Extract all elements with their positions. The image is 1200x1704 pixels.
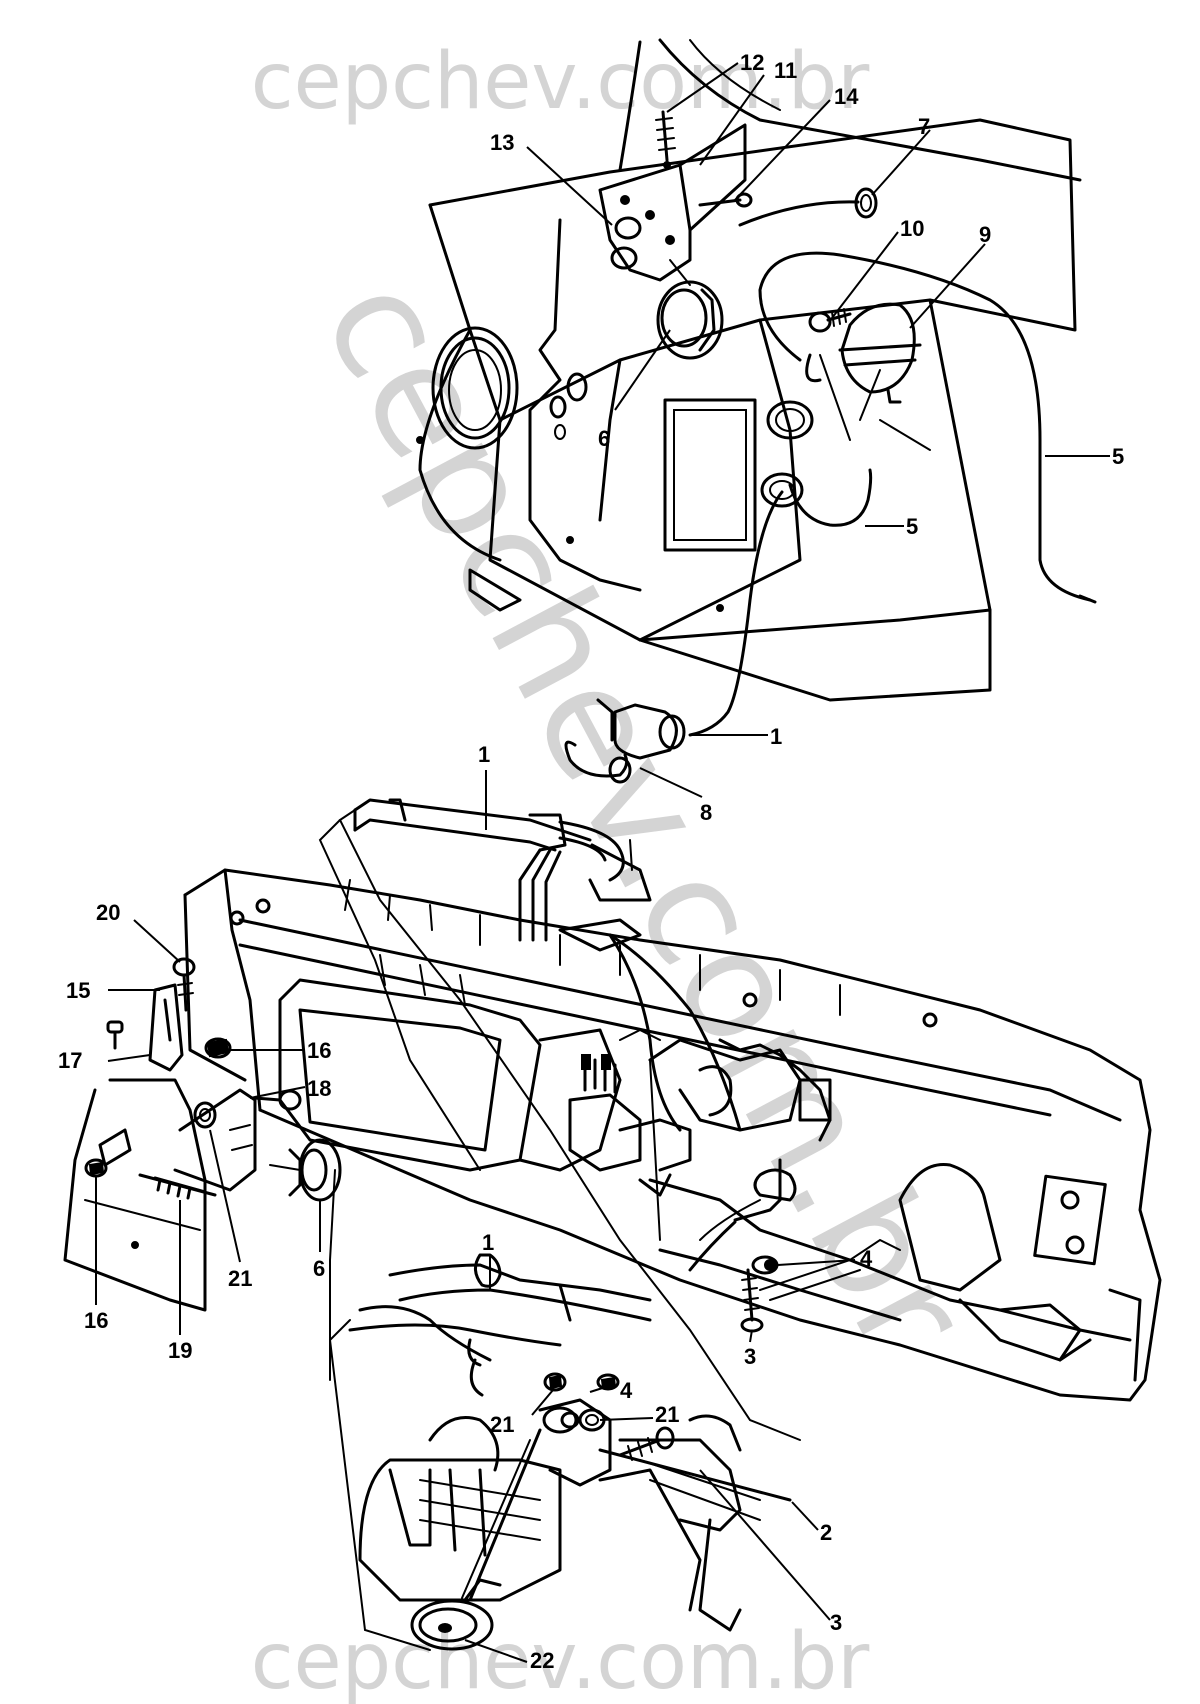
speed-nut-4-right [751, 1255, 779, 1275]
check-valve [564, 698, 686, 784]
callout-16-upper: 16 [307, 1038, 331, 1063]
bottom-valve-linkage [538, 1398, 761, 1632]
callout-3-bottom: 3 [830, 1610, 842, 1635]
vacuum-hose-1-upper [688, 490, 784, 737]
callout-21-bottom-b: 21 [655, 1402, 679, 1427]
callout-3-right: 3 [744, 1344, 756, 1369]
firewall-opening [663, 398, 757, 552]
vacuum-harness-1 [353, 798, 742, 1132]
callout-20: 20 [96, 900, 120, 925]
callout-14: 14 [834, 84, 859, 109]
callout-7: 7 [918, 114, 930, 139]
bracket-nut [610, 216, 642, 270]
callout-8: 8 [700, 800, 712, 825]
firewall-port [431, 326, 519, 450]
callout-10: 10 [900, 216, 924, 241]
vacuum-actuator-22 [410, 1428, 542, 1651]
callout-9: 9 [979, 222, 991, 247]
routing-leaders [318, 809, 801, 1441]
bracket-bolt [698, 198, 742, 207]
callout-5-right: 5 [1112, 444, 1124, 469]
callout-6-upper: 6 [598, 426, 610, 451]
cowl-edge [658, 38, 1082, 182]
heater-case [358, 1416, 562, 1602]
push-pin [106, 1020, 124, 1050]
bracket-screw [655, 110, 676, 169]
callout-1-middle: 1 [478, 742, 490, 767]
callout-6-lower: 6 [313, 1256, 325, 1281]
hose-routing-right [688, 1158, 797, 1275]
callout-4-bottom: 4 [620, 1378, 633, 1403]
callout-1-bottom: 1 [482, 1230, 494, 1255]
leader-lines [95, 62, 1110, 1663]
callout-labels: 12 11 14 7 13 10 9 6 5 5 1 8 1 20 15 16 … [58, 50, 1124, 1673]
callout-11: 11 [774, 58, 797, 83]
retainer-21-bottom-a [543, 1372, 567, 1392]
callout-21-bottom-a: 21 [490, 1412, 514, 1437]
callout-13: 13 [490, 130, 514, 155]
vacuum-reservoir [838, 302, 922, 404]
control-rod [598, 1448, 792, 1502]
vacuum-actuator-lower [269, 1138, 342, 1202]
hose-bundle-bottom [348, 1253, 652, 1397]
side-kick-panel [63, 1078, 217, 1312]
watermark-bottom: cepchev.com.br [251, 1617, 870, 1704]
callout-12: 12 [740, 50, 764, 75]
bracket-screw-20 [172, 957, 196, 1012]
vacuum-control-valve [568, 1028, 832, 1197]
vacuum-actuator-upper [656, 259, 724, 360]
switch-bracket [148, 983, 184, 1072]
callout-18: 18 [307, 1076, 331, 1101]
reservoir-mount [819, 354, 931, 451]
callout-1-upper: 1 [770, 724, 782, 749]
check-valve-bracket [598, 123, 747, 282]
callout-2: 2 [820, 1520, 832, 1545]
watermark-top: cepchev.com.br [251, 37, 870, 127]
callout-4-right: 4 [860, 1246, 873, 1271]
hose-grommet [760, 472, 804, 508]
screw-3-bottom [618, 1426, 675, 1461]
speed-nut-16-lower [84, 1158, 108, 1178]
callout-19: 19 [168, 1338, 192, 1363]
mounting-screw-3 [740, 1268, 764, 1333]
actuator-bracket-left [173, 1088, 257, 1192]
callout-22: 22 [530, 1648, 554, 1673]
reservoir-bolt [808, 308, 852, 333]
vacuum-hose-5 [758, 251, 1097, 604]
watermark-diagonal: cepchev.com.br [289, 250, 1001, 1382]
callout-21-left: 21 [228, 1266, 252, 1291]
callout-15: 15 [66, 978, 90, 1003]
actuator-mount-bolt [253, 1089, 302, 1111]
callout-16-lower: 16 [84, 1308, 108, 1333]
speed-nut-16-upper [204, 1037, 232, 1059]
callout-5-lower: 5 [906, 514, 918, 539]
callout-17: 17 [58, 1048, 82, 1073]
